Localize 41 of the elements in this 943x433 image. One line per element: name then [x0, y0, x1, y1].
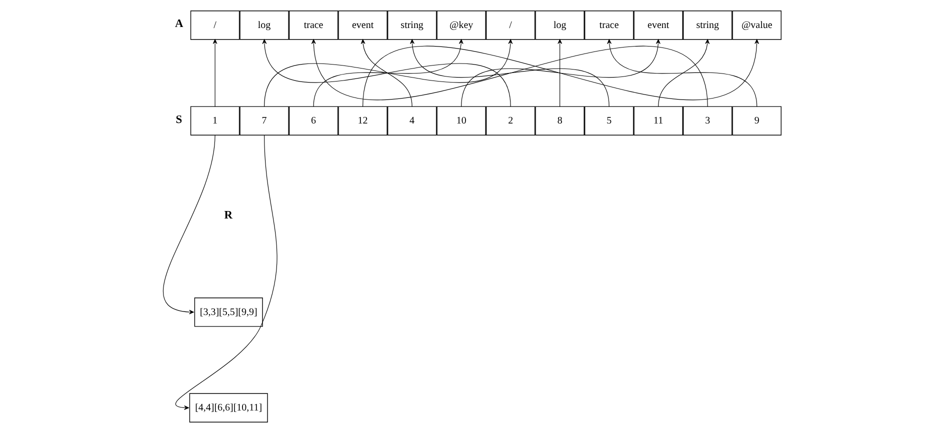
node-box: [3,3][5,5][9,9]	[194, 298, 262, 327]
node-box: 2	[485, 106, 535, 136]
node-box: 4	[386, 106, 436, 136]
node-box: 5	[584, 106, 634, 136]
node-box: 12	[338, 106, 387, 136]
arrow	[606, 39, 757, 107]
node-box: 8	[534, 106, 584, 136]
node-box: 10	[436, 106, 486, 136]
label: S	[175, 114, 182, 126]
arrow	[360, 39, 412, 107]
arrow	[460, 39, 660, 107]
node-box: /	[485, 10, 535, 40]
node-box: @value	[732, 10, 781, 40]
arrow	[410, 39, 609, 107]
node-box: @key	[436, 10, 486, 40]
node-box: 11	[633, 106, 682, 136]
node-box: string	[386, 10, 436, 40]
node-box: 9	[732, 106, 781, 136]
node-box: string	[682, 10, 732, 40]
arrow	[310, 39, 708, 107]
node-box: [4,4][6,6][10,11]	[188, 393, 268, 422]
arrow	[212, 39, 217, 107]
arrow	[174, 134, 277, 410]
node-box: 6	[288, 106, 338, 136]
node-box: log	[534, 10, 584, 40]
label: A	[174, 18, 183, 30]
arrow	[557, 39, 562, 107]
node-box: trace	[584, 10, 634, 40]
node-box: 1	[190, 106, 240, 136]
node-box: log	[239, 10, 288, 40]
label: R	[224, 210, 232, 222]
node-box: 7	[239, 106, 288, 136]
node-box: event	[338, 10, 387, 40]
node-box: /	[190, 10, 240, 40]
arrow	[162, 134, 215, 314]
node-box: 3	[682, 106, 732, 136]
arrow	[658, 39, 710, 107]
node-box: event	[633, 10, 682, 40]
node-box: trace	[288, 10, 338, 40]
arrow	[362, 39, 758, 107]
arrow	[312, 39, 463, 107]
